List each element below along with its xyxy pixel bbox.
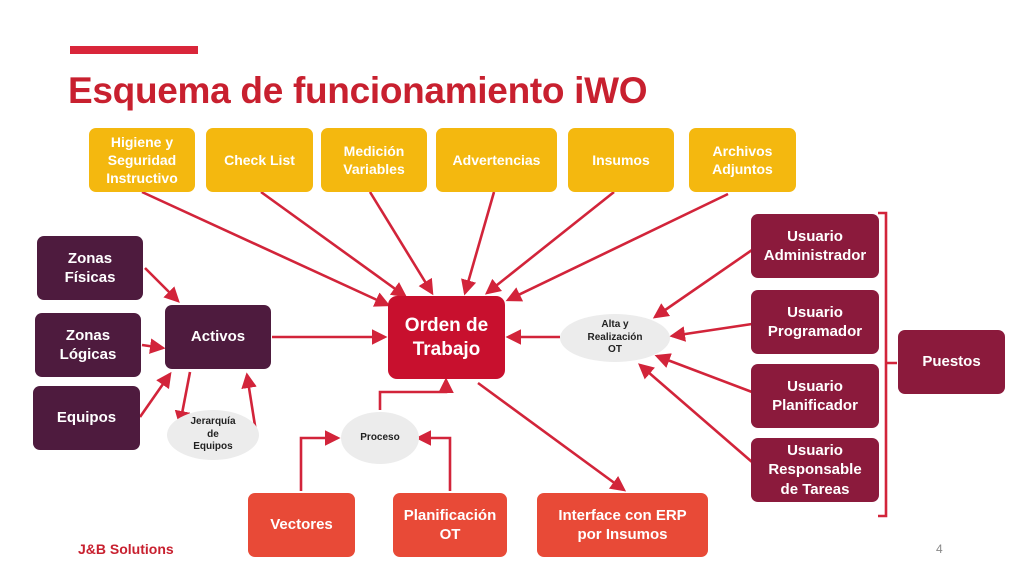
arrow-medicion-to-orden — [368, 191, 434, 296]
node-usuario-planificador: Usuario Planificador — [751, 364, 879, 428]
oval-alta-realizacion-ot: Alta y Realización OT — [560, 314, 670, 362]
arrow-programador-to-alta — [669, 322, 753, 342]
oval-proceso: Proceso — [341, 412, 419, 464]
arrow-insumos-to-orden — [484, 190, 615, 295]
arrow-advertencias-to-orden — [461, 191, 496, 296]
arrow-checklist-to-orden — [260, 190, 408, 298]
arrow-planificador-to-alta — [654, 353, 753, 394]
node-activos: Activos — [165, 305, 271, 369]
node-check-list: Check List — [206, 128, 313, 192]
oval-jerarquia-equipos: Jerarquía de Equipos — [167, 410, 259, 460]
node-planificacion-ot: Planificación OT — [393, 493, 507, 557]
node-higiene-seguridad: Higiene y Seguridad Instructivo — [89, 128, 195, 192]
node-usuario-programador: Usuario Programador — [751, 290, 879, 354]
node-usuario-responsable: Usuario Responsable de Tareas — [751, 438, 879, 502]
arrow-archivos-to-orden — [505, 192, 729, 302]
arrow-admin-to-alta — [652, 248, 753, 319]
node-zonas-logicas: Zonas Lógicas — [35, 313, 141, 377]
footer-brand: J&B Solutions — [78, 541, 174, 557]
page-number: 4 — [936, 542, 943, 556]
node-archivos-adjuntos: Archivos Adjuntos — [689, 128, 796, 192]
arrow-equipos-to-activos — [138, 371, 172, 418]
page-title: Esquema de funcionamiento iWO — [68, 70, 648, 111]
node-zonas-fisicas: Zonas Físicas — [37, 236, 143, 300]
arrow-orden-to-interface — [477, 381, 627, 492]
arrow-higiene-to-orden — [141, 190, 391, 307]
node-usuario-administrador: Usuario Administrador — [751, 214, 879, 278]
arrow-planificacion-to-proceso — [415, 430, 452, 491]
node-medicion-variables: Medición Variables — [321, 128, 427, 192]
node-equipos: Equipos — [33, 386, 140, 450]
node-puestos: Puestos — [898, 330, 1005, 394]
node-orden-de-trabajo: Orden de Trabajo — [388, 296, 505, 379]
puestos-bracket — [878, 211, 897, 518]
node-interface-erp: Interface con ERP por Insumos — [537, 493, 708, 557]
arrow-responsable-to-alta — [638, 363, 753, 463]
arrow-proceso-to-orden — [378, 377, 454, 410]
title-accent-bar — [70, 46, 198, 54]
node-vectores: Vectores — [248, 493, 355, 557]
arrow-jerarquia-to-activos — [241, 372, 258, 433]
arrow-zonas-fisicas-to-activos — [144, 267, 180, 303]
arrow-vectores-to-proceso — [299, 430, 341, 491]
arrow-zonas-logicas-to-activos — [141, 338, 166, 354]
node-insumos: Insumos — [568, 128, 674, 192]
node-advertencias: Advertencias — [436, 128, 557, 192]
